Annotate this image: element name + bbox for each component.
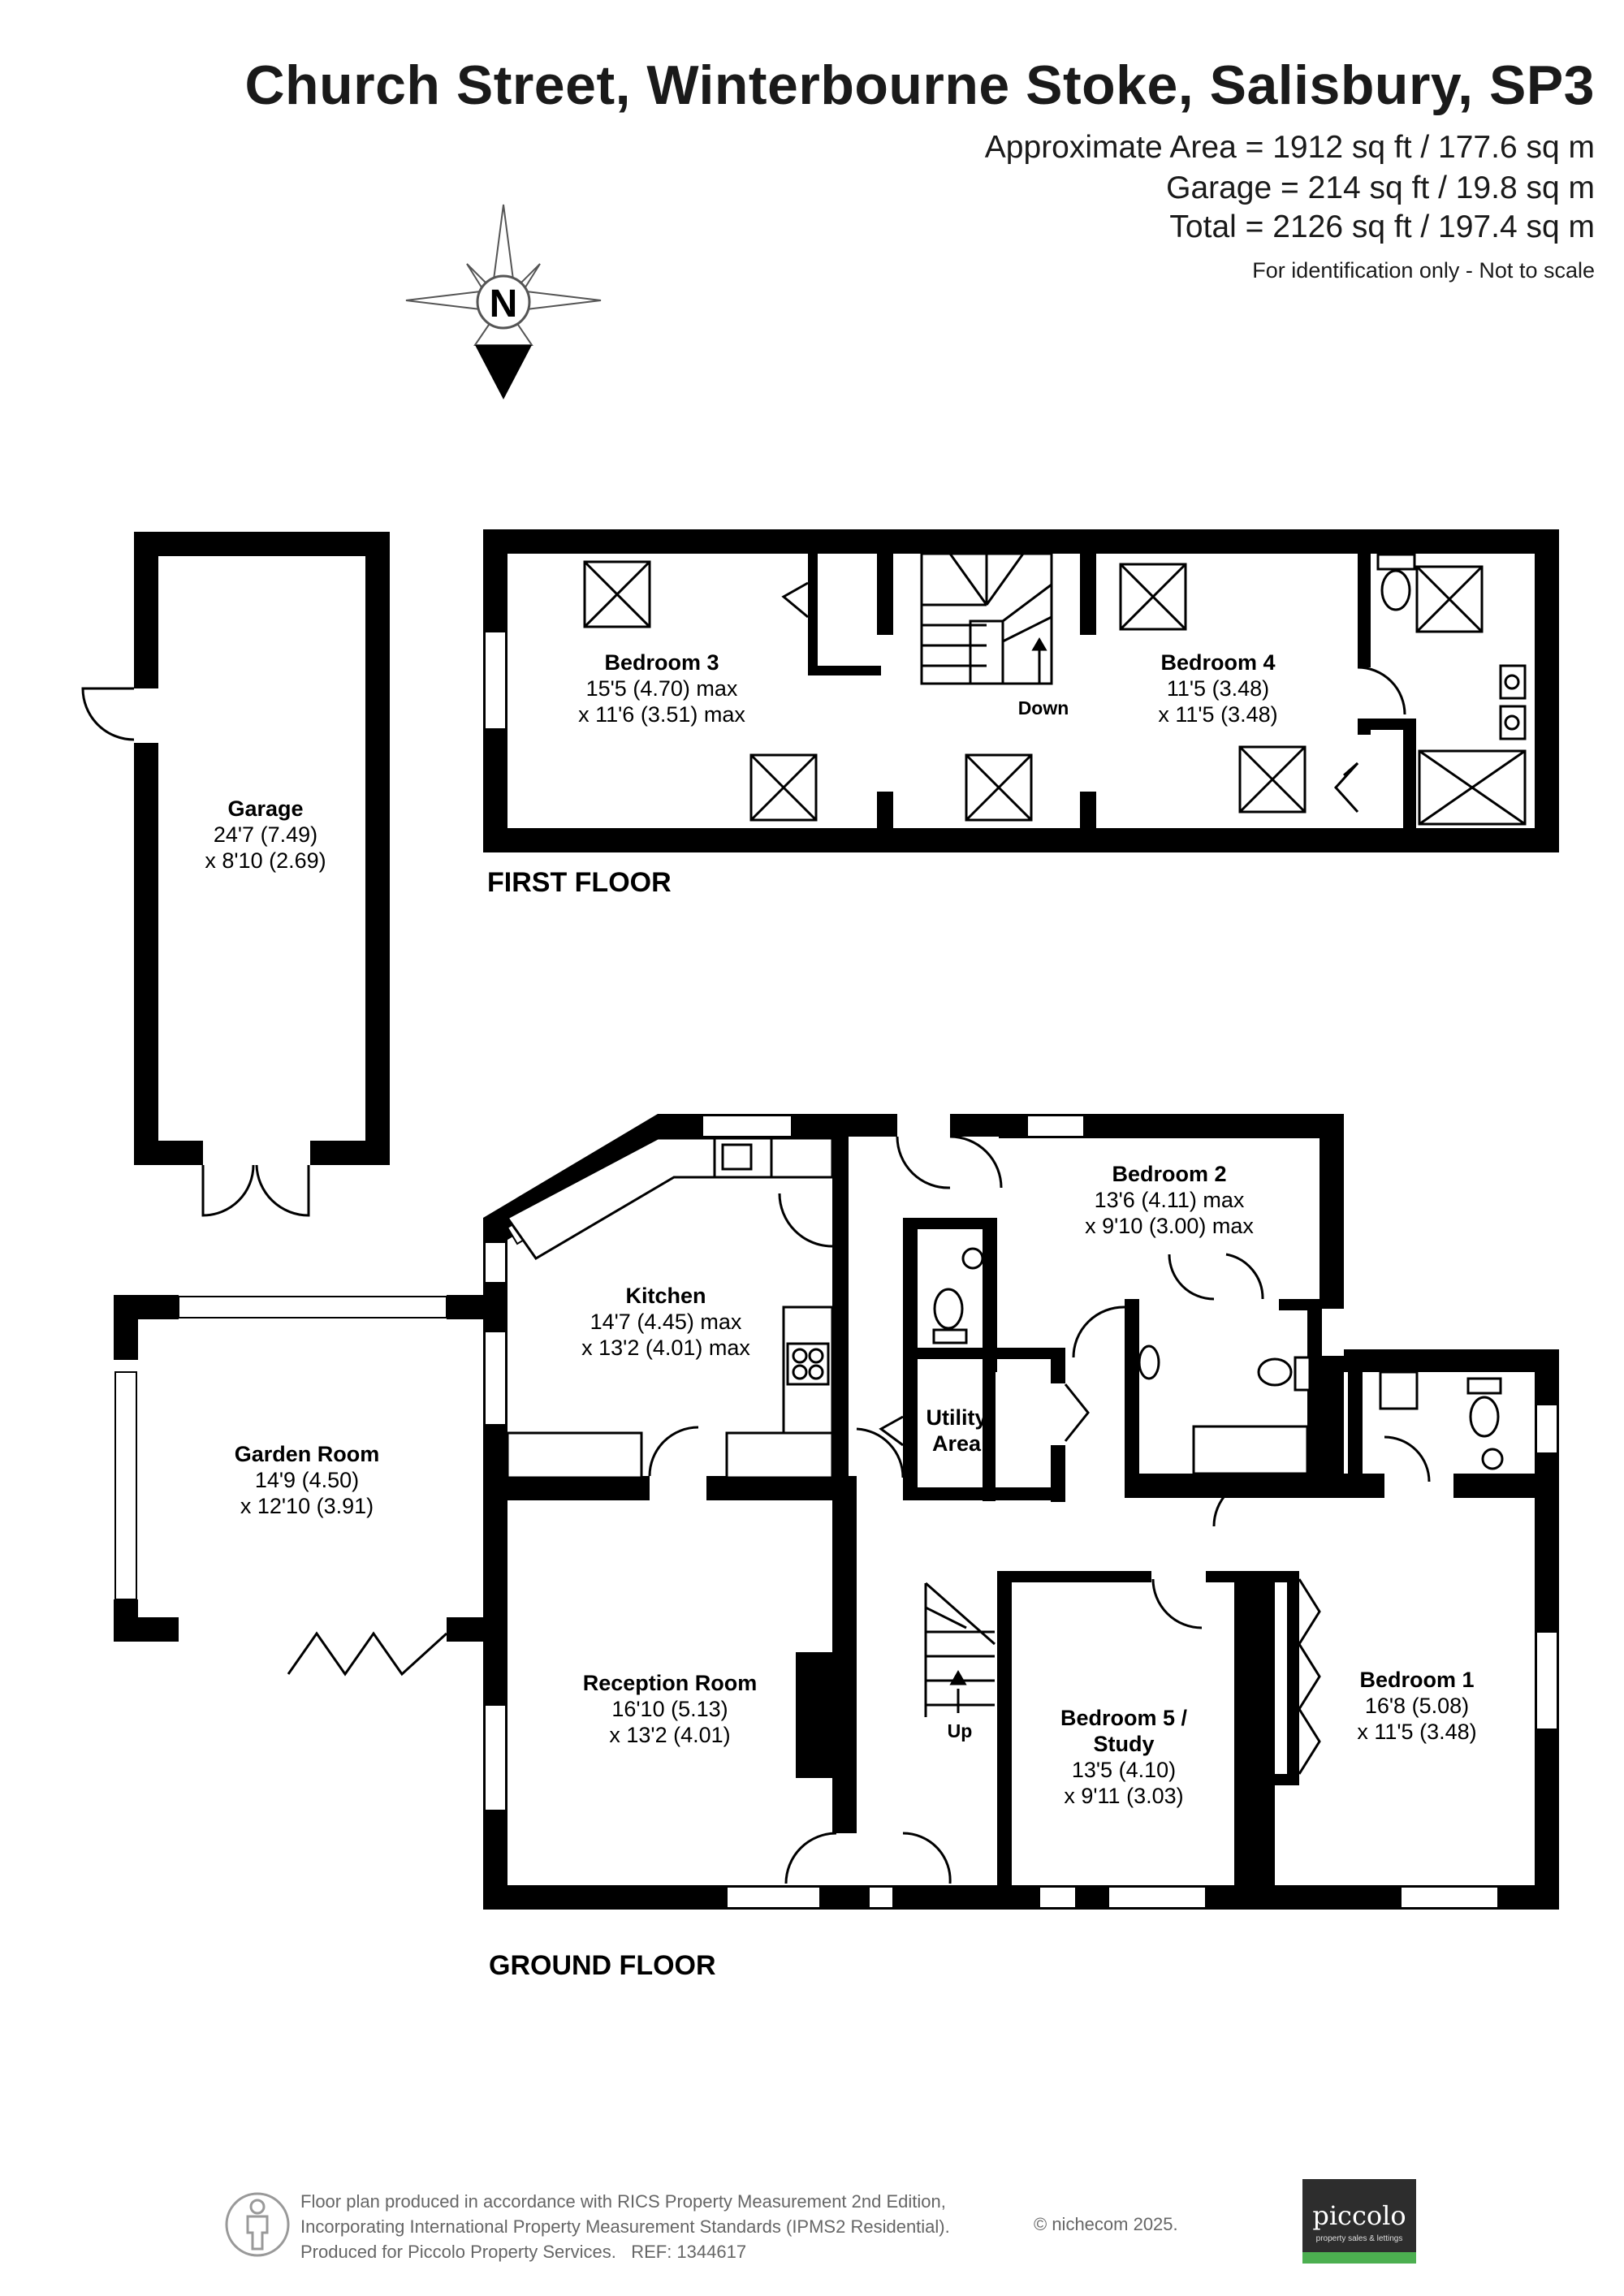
- bedroom3-dim1: 15'5 (4.70) max: [586, 676, 738, 701]
- footer-line2: Incorporating International Property Mea…: [300, 2216, 950, 2237]
- first-floor-windows: [484, 631, 507, 730]
- garden-room-dim2: x 12'10 (3.91): [240, 1494, 374, 1518]
- logo-tagline: property sales & lettings: [1315, 2234, 1403, 2243]
- bedroom2-name: Bedroom 2: [1112, 1162, 1226, 1186]
- bedroom1-name: Bedroom 1: [1359, 1668, 1474, 1692]
- footer-line1: Floor plan produced in accordance with R…: [300, 2191, 946, 2212]
- reception-dim1: 16'10 (5.13): [611, 1697, 728, 1721]
- garage-area: Garage = 214 sq ft / 19.8 sq m: [1166, 170, 1595, 205]
- bedroom5-name-line1: Bedroom 5 /: [1060, 1706, 1188, 1730]
- kitchen-name: Kitchen: [625, 1284, 706, 1308]
- first-floor-doors: [781, 581, 1406, 814]
- compass-north-label: N: [490, 283, 518, 326]
- bedroom1-dim1: 16'8 (5.08): [1365, 1694, 1469, 1718]
- bedroom5-dim1: 13'5 (4.10): [1072, 1758, 1176, 1782]
- footer-notes: Floor plan produced in accordance with R…: [300, 2189, 950, 2264]
- footer-line3: Produced for Piccolo Property Services. …: [300, 2239, 950, 2264]
- bedroom2-dim2: x 9'10 (3.00) max: [1085, 1214, 1254, 1238]
- bedroom4-dim2: x 11'5 (3.48): [1158, 702, 1277, 727]
- bedroom2-dim1: 13'6 (4.11) max: [1095, 1188, 1245, 1212]
- compass-rose-icon: N: [405, 204, 602, 399]
- logo-name: piccolo: [1312, 2200, 1406, 2231]
- approximate-area: Approximate Area = 1912 sq ft / 177.6 sq…: [984, 130, 1595, 165]
- garage-walls: [134, 532, 390, 1165]
- first-floor-label: FIRST FLOOR: [487, 867, 672, 898]
- reception-name: Reception Room: [583, 1671, 758, 1695]
- piccolo-logo: piccolo property sales & lettings: [1302, 2179, 1416, 2264]
- kitchen-dim2: x 13'2 (4.01) max: [581, 1336, 750, 1360]
- logo-bar: [1302, 2252, 1416, 2264]
- bifold-doors-icon: [287, 1631, 448, 1677]
- kitchen-dim1: 14'7 (4.45) max: [590, 1310, 742, 1334]
- rics-person-icon: [225, 2192, 290, 2257]
- garage-dim2: x 8'10 (2.69): [205, 848, 326, 873]
- bedroom5-dim2: x 9'11 (3.03): [1064, 1784, 1183, 1808]
- garage-name: Garage: [227, 796, 303, 821]
- first-floor-staircase: [920, 552, 1053, 685]
- garden-room-dim1: 14'9 (4.50): [255, 1468, 359, 1492]
- page-title: Church Street, Winterbourne Stoke, Salis…: [244, 54, 1595, 116]
- garage-doors: [81, 687, 310, 1217]
- first-floor-walls: [483, 529, 1559, 852]
- reception-dim2: x 13'2 (4.01): [609, 1723, 730, 1747]
- bedroom1-dim2: x 11'5 (3.48): [1357, 1720, 1476, 1744]
- ground-floor-bathroom-fixtures: [932, 1247, 1504, 1475]
- skylights: [583, 560, 1484, 822]
- footer-produced-for: Produced for Piccolo Property Services.: [300, 2242, 616, 2262]
- stairs-down-label: Down: [1018, 697, 1069, 719]
- copyright-text: © nichecom 2025.: [1034, 2214, 1178, 2234]
- bedroom3-dim2: x 11'6 (3.51) max: [578, 702, 745, 727]
- utility-name-line2: Area: [932, 1431, 982, 1456]
- garden-room-name: Garden Room: [235, 1442, 380, 1466]
- bedroom4-name: Bedroom 4: [1160, 650, 1275, 675]
- bedroom3-name: Bedroom 3: [604, 650, 719, 675]
- stairs-up-label: Up: [948, 1720, 973, 1741]
- footer-ref: REF: 1344617: [631, 2242, 747, 2262]
- scale-disclaimer: For identification only - Not to scale: [1252, 258, 1595, 283]
- ground-floor-doors: [648, 1135, 1431, 1884]
- kitchen-fixtures: [505, 1137, 834, 1479]
- total-area: Total = 2126 sq ft / 197.4 sq m: [1169, 209, 1595, 244]
- first-floor-bathroom-fixtures: [1376, 553, 1527, 826]
- bedroom4-dim1: 11'5 (3.48): [1167, 676, 1269, 701]
- ground-floor-label: GROUND FLOOR: [489, 1950, 716, 1981]
- utility-name-line1: Utility: [926, 1405, 987, 1430]
- bedroom5-name-line2: Study: [1093, 1732, 1154, 1756]
- ground-floor-staircase: [924, 1582, 996, 1717]
- garage-dim1: 24'7 (7.49): [214, 822, 317, 847]
